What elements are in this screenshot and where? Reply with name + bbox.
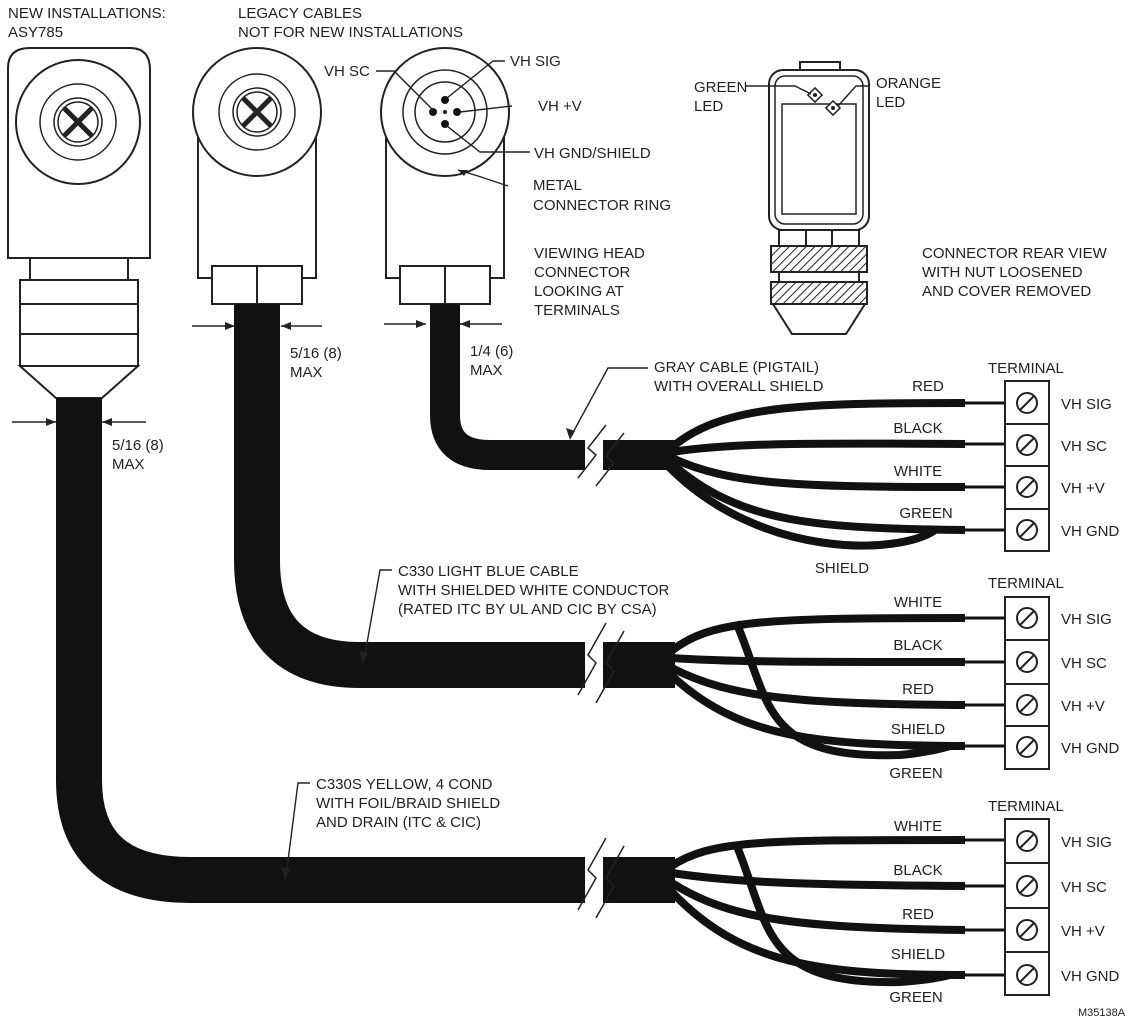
label-vh-v: VH +V — [538, 98, 582, 115]
wire-label: RED — [902, 906, 934, 923]
connector-rear-view — [768, 61, 870, 335]
terminal-block-pigtail: TERMINAL VH SIG VH SC VH +V VH GND — [988, 360, 1120, 552]
viewing-head-note-2: CONNECTOR — [534, 264, 631, 281]
terminal-label: VH +V — [1061, 698, 1105, 715]
legacy-connector-blue — [192, 47, 322, 305]
label-vh-sig: VH SIG — [510, 53, 561, 70]
dim-asy785-1: 5/16 (8) — [112, 437, 164, 454]
dimension-asy785 — [12, 418, 146, 426]
yellow-cable-label-1: C330S YELLOW, 4 COND — [316, 776, 493, 793]
blue-cable-label-1: C330 LIGHT BLUE CABLE — [398, 563, 579, 580]
wire-label: GREEN — [889, 765, 942, 782]
wires-asy785 — [667, 836, 1005, 987]
green-led-1: GREEN — [694, 79, 747, 96]
wires-legacy-blue — [667, 614, 1005, 760]
terminal-label: VH SIG — [1061, 834, 1112, 851]
yellow-cable-label-2: WITH FOIL/BRAID SHIELD — [316, 795, 500, 812]
wires-pigtail — [665, 399, 1005, 550]
terminal-title: TERMINAL — [988, 798, 1064, 815]
wire-label: GREEN — [889, 989, 942, 1006]
cable-legacy-blue — [234, 304, 585, 688]
viewing-head-note-4: TERMINALS — [534, 302, 620, 319]
blue-cable-label-2: WITH SHIELDED WHITE CONDUCTOR — [398, 582, 670, 599]
break-marks — [577, 424, 625, 919]
asy785-connector — [7, 47, 151, 399]
figure-id: M35138A — [1078, 1007, 1126, 1019]
viewing-head-connector — [380, 47, 510, 305]
terminal-label: VH GND — [1061, 968, 1120, 985]
viewing-head-note-3: LOOKING AT — [534, 283, 624, 300]
wire-label: SHIELD — [815, 560, 869, 577]
terminal-title: TERMINAL — [988, 575, 1064, 592]
wire-label: SHIELD — [891, 721, 945, 738]
label-vh-gnd-shield: VH GND/SHIELD — [534, 145, 651, 162]
terminal-label: VH SC — [1061, 879, 1107, 896]
terminal-label: VH SIG — [1061, 396, 1112, 413]
orange-led-2: LED — [876, 94, 905, 111]
legacy-cables-line1: LEGACY CABLES — [238, 5, 362, 22]
wire-label: RED — [912, 378, 944, 395]
terminal-label: VH GND — [1061, 523, 1120, 540]
terminal-label: VH SIG — [1061, 611, 1112, 628]
terminal-label: VH +V — [1061, 923, 1105, 940]
dim-legacy-2: MAX — [290, 364, 323, 381]
legacy-cables-line2: NOT FOR NEW INSTALLATIONS — [238, 24, 463, 41]
wire-label: RED — [902, 681, 934, 698]
wire-label: SHIELD — [891, 946, 945, 963]
terminal-label: VH GND — [1061, 740, 1120, 757]
rear-view-caption-1: CONNECTOR REAR VIEW — [922, 245, 1108, 262]
wire-label: BLACK — [893, 862, 942, 879]
terminal-label: VH SC — [1061, 655, 1107, 672]
wire-label: BLACK — [893, 637, 942, 654]
blue-cable-label-3: (RATED ITC BY UL AND CIC BY CSA) — [398, 601, 657, 618]
label-metal-ring-2: CONNECTOR RING — [533, 197, 671, 214]
orange-led-1: ORANGE — [876, 75, 941, 92]
dim-pigtail-1: 1/4 (6) — [470, 343, 513, 360]
wire-label: WHITE — [894, 463, 942, 480]
label-metal-ring-1: METAL — [533, 177, 582, 194]
rear-view-caption-2: WITH NUT LOOSENED — [922, 264, 1083, 281]
wire-label: GREEN — [899, 505, 952, 522]
terminal-block-yellow: TERMINAL VH SIG VH SC VH +V VH GND — [988, 798, 1120, 996]
pigtail-label-1: GRAY CABLE (PIGTAIL) — [654, 359, 819, 376]
dimension-pigtail — [384, 320, 502, 328]
new-installations-line1: NEW INSTALLATIONS: — [8, 5, 166, 22]
dim-pigtail-2: MAX — [470, 362, 503, 379]
dim-legacy-1: 5/16 (8) — [290, 345, 342, 362]
yellow-cable-label-3: AND DRAIN (ITC & CIC) — [316, 814, 481, 831]
terminal-label: VH +V — [1061, 480, 1105, 497]
dim-asy785-2: MAX — [112, 456, 145, 473]
terminal-block-blue: TERMINAL VH SIG VH SC VH +V VH GND — [988, 575, 1120, 770]
viewing-head-note-1: VIEWING HEAD — [534, 245, 645, 262]
wire-label: WHITE — [894, 594, 942, 611]
cable-pigtail — [430, 304, 585, 470]
cable-asy785 — [56, 398, 585, 903]
pigtail-label-2: WITH OVERALL SHIELD — [654, 378, 824, 395]
terminal-label: VH SC — [1061, 438, 1107, 455]
wire-label: WHITE — [894, 818, 942, 835]
rear-view-caption-3: AND COVER REMOVED — [922, 283, 1091, 300]
terminal-title: TERMINAL — [988, 360, 1064, 377]
dimension-legacy-blue — [192, 322, 322, 330]
green-led-2: LED — [694, 98, 723, 115]
label-vh-sc: VH SC — [324, 63, 370, 80]
wire-label: BLACK — [893, 420, 942, 437]
new-installations-line2: ASY785 — [8, 24, 63, 41]
